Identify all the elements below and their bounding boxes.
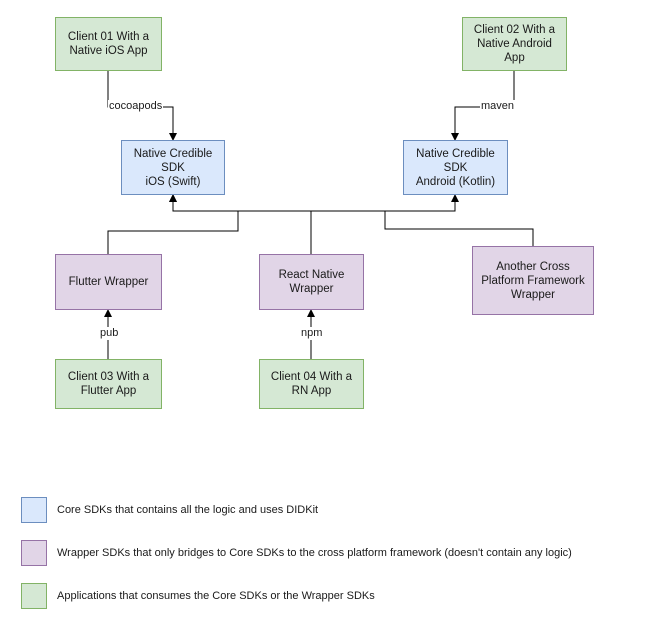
edge-label-maven: maven — [480, 100, 516, 113]
edge-other-wrapper-to-sdks — [384, 211, 534, 246]
node-flutter-wrapper: Flutter Wrapper — [55, 254, 162, 310]
legend-label-apps: Applications that consumes the Core SDKs… — [57, 590, 375, 602]
node-client02: Client 02 With a Native Android App — [462, 17, 567, 71]
edge-label-npm: npm — [300, 327, 324, 340]
node-client03: Client 03 With a Flutter App — [55, 359, 162, 409]
edge-label-pub: pub — [99, 327, 120, 340]
node-client01: Client 01 With a Native iOS App — [55, 17, 162, 71]
node-client04: Client 04 With a RN App — [259, 359, 364, 409]
node-rn-wrapper: React Native Wrapper — [259, 254, 364, 310]
edge-label-cocoapods: cocoapods — [108, 100, 164, 113]
edge-rn-to-ios-sdk — [169, 194, 312, 254]
node-other-wrapper: Another Cross Platform Framework Wrapper — [472, 246, 594, 315]
node-sdk-ios: Native Credible SDK iOS (Swift) — [121, 140, 225, 195]
edge-rn-to-android-sdk — [311, 194, 459, 212]
legend-label-wrapper: Wrapper SDKs that only bridges to Core S… — [57, 547, 572, 559]
legend-swatch-core — [21, 497, 47, 523]
legend-label-core: Core SDKs that contains all the logic an… — [57, 504, 319, 516]
legend-swatch-wrapper — [21, 540, 47, 566]
node-sdk-android: Native Credible SDK Android (Kotlin) — [403, 140, 508, 195]
legend-swatch-apps — [21, 583, 47, 609]
